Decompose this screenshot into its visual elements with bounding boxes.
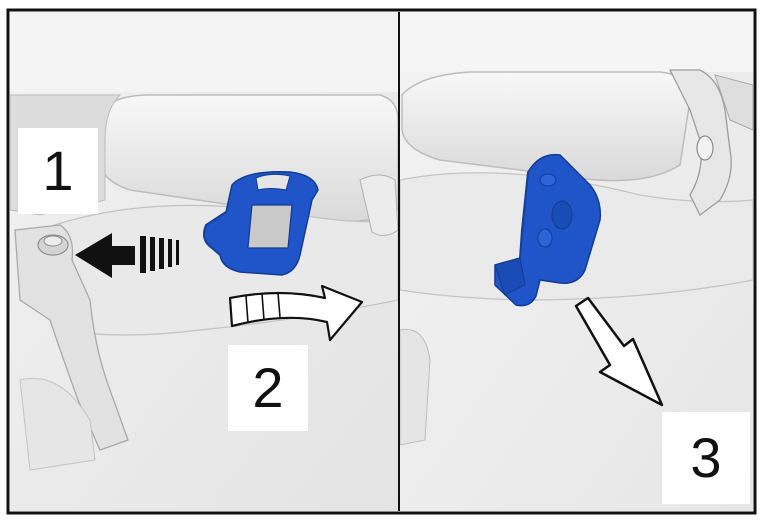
step-2-label: 2 (252, 360, 283, 416)
left-panel (10, 12, 398, 511)
bolt-top (44, 236, 62, 246)
right-lower-part (400, 329, 430, 445)
hinge-pin (697, 136, 713, 160)
step-3-label-box: 3 (662, 412, 750, 504)
left-top-band (10, 12, 398, 92)
step-2-label-box: 2 (228, 345, 308, 431)
step-1-label-box: 1 (18, 128, 98, 214)
step-1-label: 1 (42, 143, 73, 199)
right-top-band (400, 12, 753, 72)
step-3-label: 3 (690, 430, 721, 486)
